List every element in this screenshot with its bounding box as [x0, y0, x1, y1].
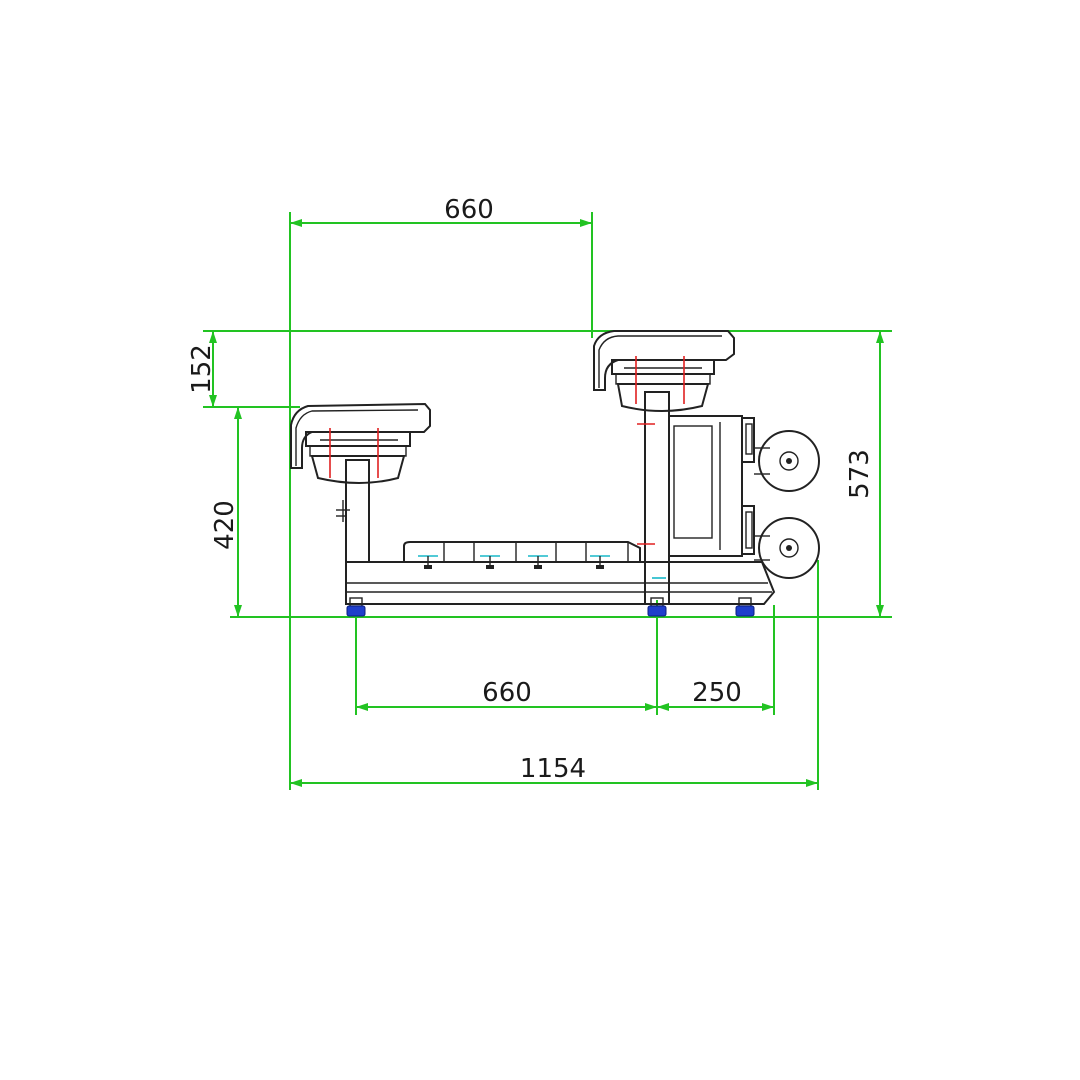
foot-front	[346, 597, 366, 617]
dim-label-152: 152	[187, 344, 217, 394]
foot-middle	[647, 597, 667, 617]
dim-label-250: 250	[692, 678, 742, 708]
machine	[290, 330, 820, 617]
dim-label-top-660: 660	[444, 195, 494, 225]
dimension-lines	[203, 212, 892, 790]
feet	[346, 597, 755, 617]
left-seat	[290, 402, 431, 484]
right-column	[637, 391, 670, 605]
dim-label-573: 573	[845, 449, 875, 499]
foot-rear	[735, 597, 755, 617]
left-column	[336, 459, 370, 563]
tray-cup-4	[590, 555, 610, 569]
dim-label-420: 420	[210, 500, 240, 550]
base-frame	[345, 561, 776, 605]
tray-cup-3	[528, 555, 548, 569]
lower-wheel	[754, 517, 820, 579]
upper-wheel	[754, 430, 820, 492]
tray-cup-2	[480, 555, 500, 569]
tray	[403, 541, 641, 569]
tray-cup-1	[418, 555, 438, 569]
dim-label-bottom-660: 660	[482, 678, 532, 708]
dim-label-1154: 1154	[520, 754, 586, 784]
right-seat	[593, 330, 735, 412]
cabinet	[669, 415, 755, 557]
